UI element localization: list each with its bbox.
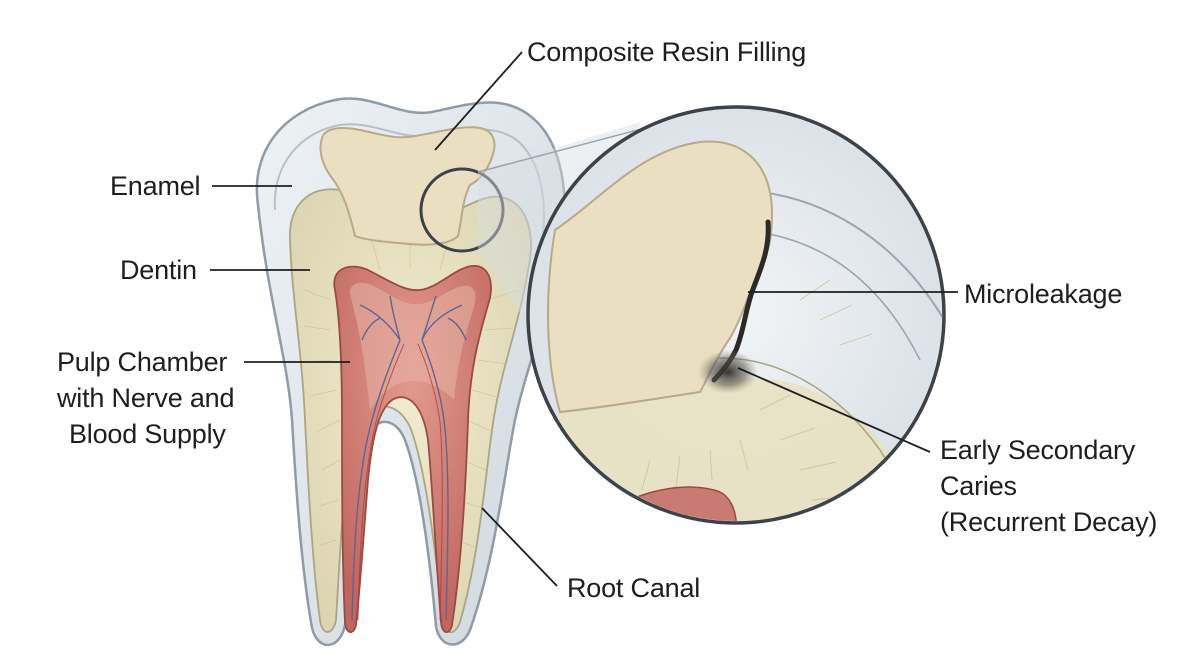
label-pulp-chamber-line-1: Pulp Chamber bbox=[57, 347, 228, 377]
label-composite-resin-filling: Composite Resin Filling bbox=[527, 37, 807, 67]
zoom-circle-outline bbox=[526, 105, 946, 525]
secondary-caries-lesion bbox=[698, 350, 758, 394]
composite-filling-shape bbox=[319, 126, 496, 246]
leader-lines bbox=[210, 51, 958, 587]
blood-vessels bbox=[357, 343, 443, 621]
label-dentin: Dentin bbox=[120, 255, 197, 285]
magnifier-circle-icon bbox=[419, 167, 505, 253]
nerve-vessels bbox=[351, 295, 467, 621]
leader-line-root-canal bbox=[481, 507, 558, 587]
zoom-filling-shape bbox=[547, 140, 774, 414]
label-caries-line-3: (Recurrent Decay) bbox=[940, 507, 1158, 537]
label-pulp-chamber: Pulp Chamber with Nerve and Blood Supply bbox=[57, 344, 234, 452]
label-microleakage: Microleakage bbox=[964, 279, 1123, 309]
label-early-secondary-caries: Early Secondary Caries (Recurrent Decay) bbox=[940, 432, 1157, 540]
leader-line-composite bbox=[434, 51, 523, 151]
label-caries-line-2: Caries bbox=[940, 471, 1017, 501]
zoom-view bbox=[526, 105, 946, 525]
label-enamel: Enamel bbox=[110, 171, 201, 201]
leader-line-caries bbox=[737, 367, 931, 453]
dentin-tubules bbox=[303, 238, 519, 549]
label-pulp-chamber-line-2: with Nerve and bbox=[57, 383, 235, 413]
label-root-canal: Root Canal bbox=[567, 573, 701, 603]
label-caries-line-1: Early Secondary bbox=[940, 435, 1136, 465]
label-pulp-chamber-line-3: Blood Supply bbox=[69, 419, 226, 449]
tooth bbox=[255, 97, 646, 647]
